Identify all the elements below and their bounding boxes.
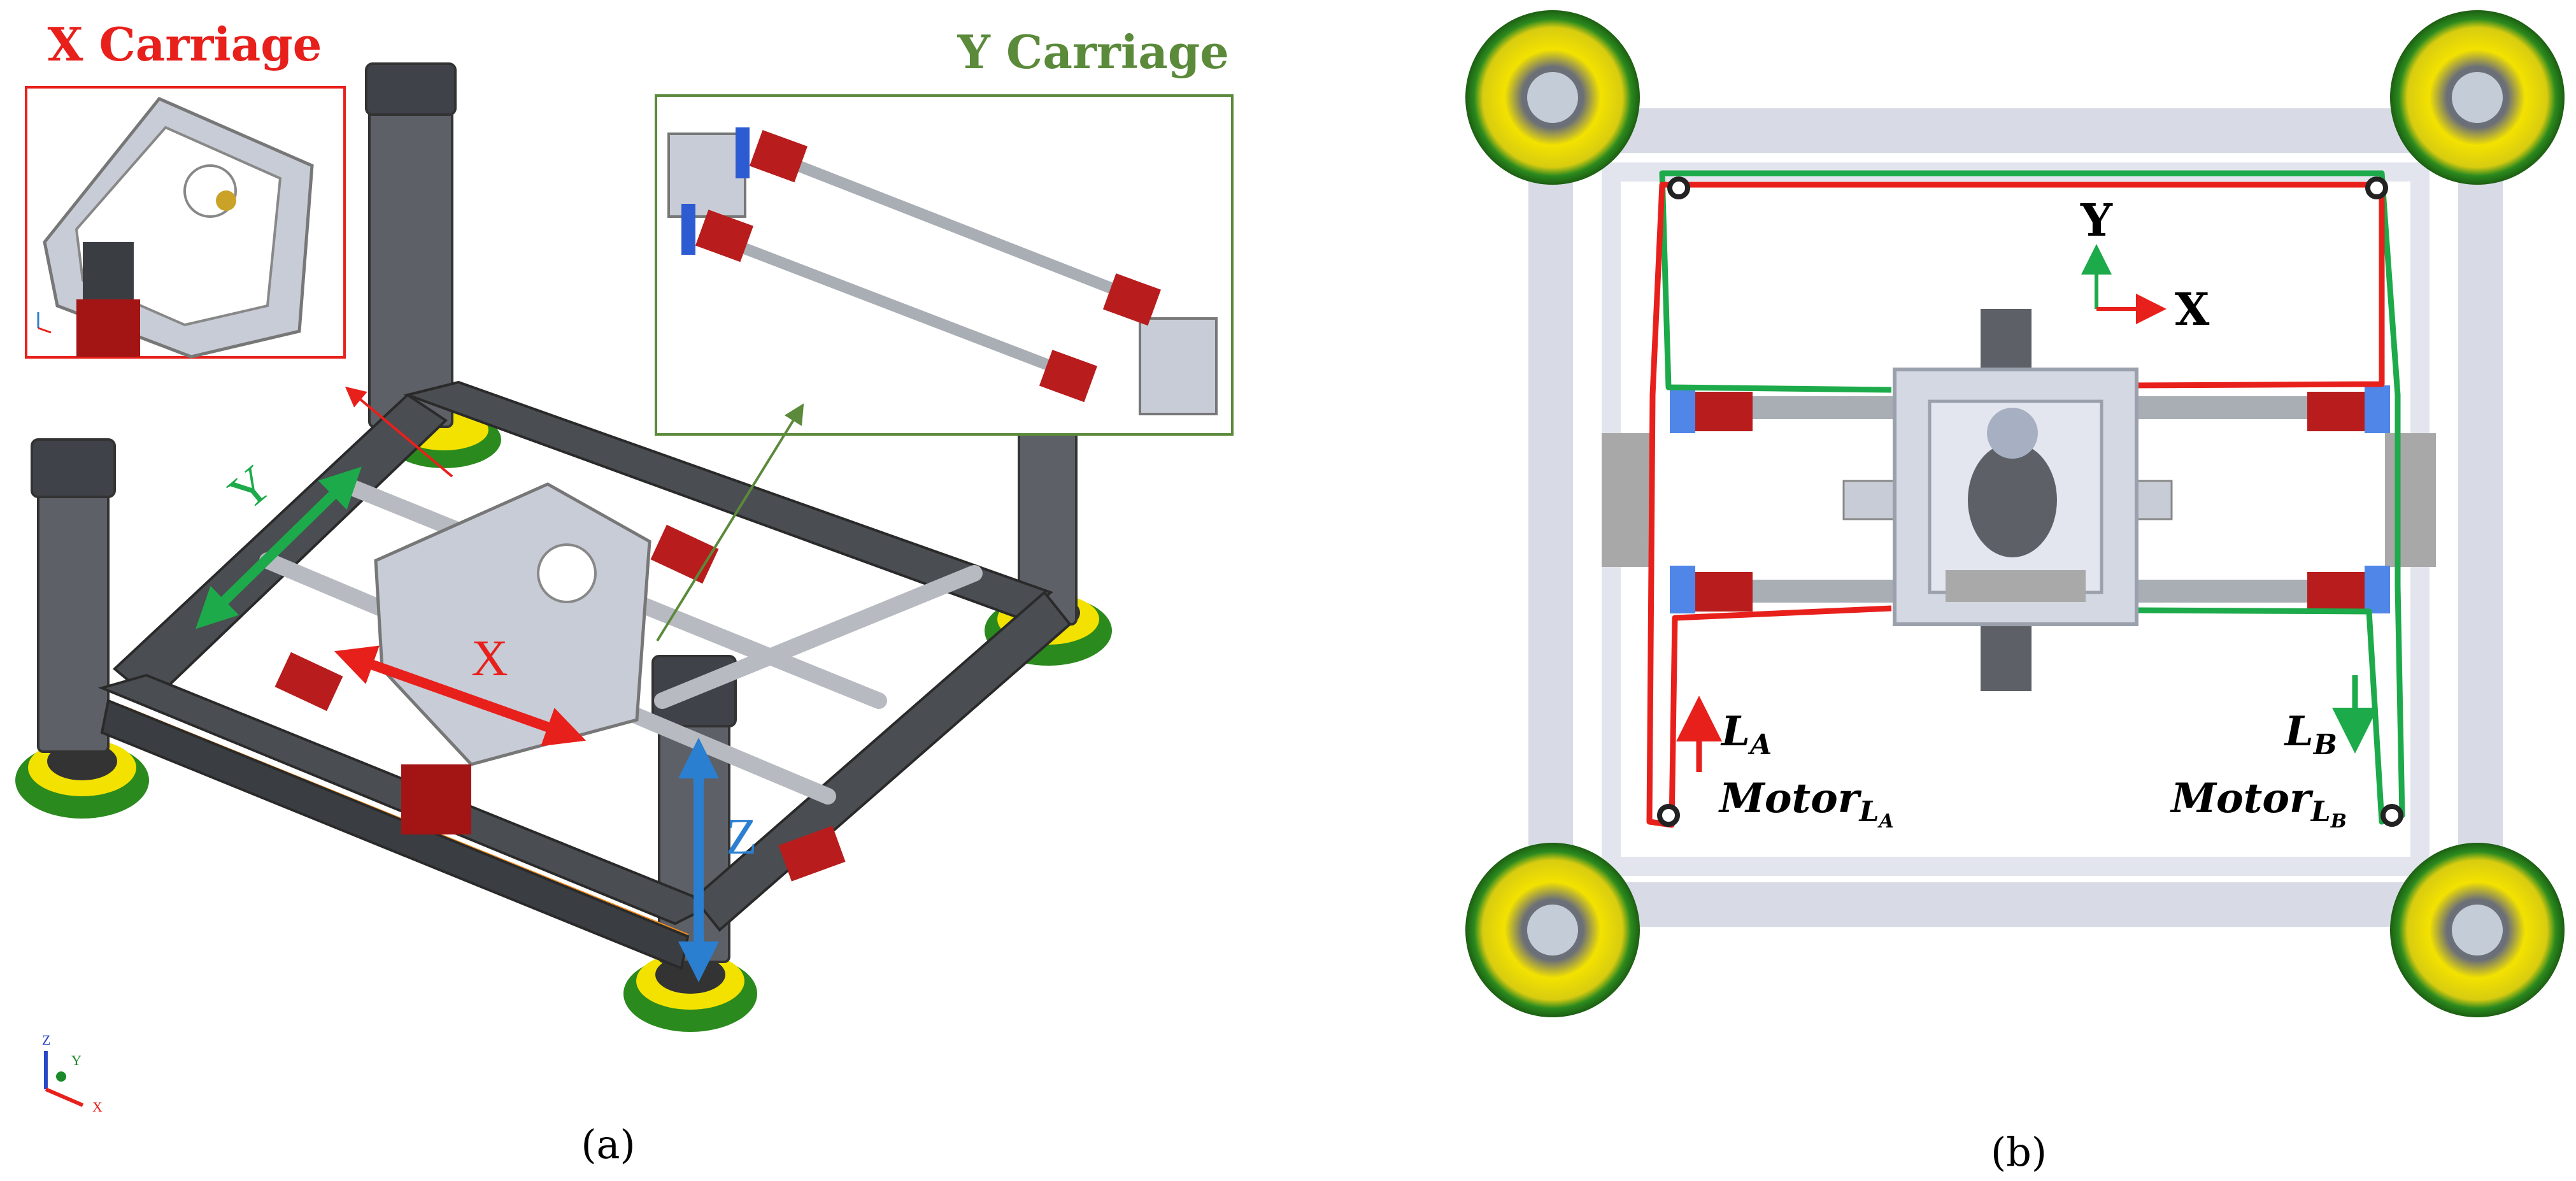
y-carriage-inset	[655, 94, 1234, 436]
x-carriage-inset	[25, 86, 346, 359]
caption-b: (b)	[1991, 1129, 2047, 1175]
center-carriage	[1842, 309, 2173, 691]
side-block-right	[2385, 433, 2436, 567]
wheels	[1465, 10, 2565, 1017]
axis-x-label: X	[2175, 283, 2210, 336]
gear	[216, 190, 236, 211]
x-carriage-title: X Carriage	[48, 17, 322, 71]
triad-x: X	[92, 1099, 103, 1115]
lb-label: LB	[2284, 708, 2337, 761]
rail-back	[403, 380, 1054, 620]
foot-front-right	[623, 952, 757, 1032]
motor-la-label: MotorLA	[1718, 775, 1894, 833]
y-motion-arrow	[196, 466, 362, 629]
actuator-cap	[31, 438, 116, 498]
idler-pulleys	[1657, 176, 2403, 827]
wheel-bottom-right	[2390, 843, 2565, 1017]
motor-lb-label: MotorLB	[2170, 775, 2347, 833]
coordinate-triad: Z Y X	[42, 1032, 103, 1115]
xy-axes: Y X	[2080, 194, 2210, 336]
wheel-top-right	[2390, 10, 2565, 185]
triad-small	[37, 312, 52, 334]
foot-front-left	[15, 739, 149, 819]
actuator-cap	[365, 62, 457, 116]
panel-a-isometric-view: X Carriage Y Carriage Y X Z	[15, 17, 1234, 1168]
wheel-bottom-left	[1465, 843, 1640, 1017]
x-motion-arrow	[334, 645, 587, 747]
y-carriage-pointer	[656, 403, 804, 642]
panel-b-top-view: Y X LA LB MotorLA MotorLB (b)	[1465, 10, 2565, 1175]
stepper-motor	[76, 299, 140, 357]
y-carriage-title: Y Carriage	[957, 25, 1229, 79]
rod-blocks	[1670, 385, 2390, 613]
caption-a: (a)	[581, 1121, 635, 1168]
z-axis-label: Z	[726, 809, 757, 865]
y-carriage-box	[655, 94, 1234, 436]
side-block-left	[1602, 433, 1653, 567]
wheel-top-left	[1465, 10, 1640, 185]
belt-a	[1646, 182, 2385, 828]
la-label: LA	[1720, 708, 1772, 761]
leg-back-left	[368, 69, 453, 428]
triad-z: Z	[42, 1032, 50, 1048]
x-carriage-pointer	[345, 386, 453, 478]
leg-front-left	[37, 470, 110, 753]
stepper-motor	[401, 764, 471, 834]
axis-y-label: Y	[2080, 194, 2113, 247]
rod-couplers	[1695, 392, 2365, 612]
x-axis-label: X	[471, 631, 508, 687]
triad-y: Y	[71, 1052, 82, 1068]
y-axis-label: Y	[218, 455, 283, 522]
